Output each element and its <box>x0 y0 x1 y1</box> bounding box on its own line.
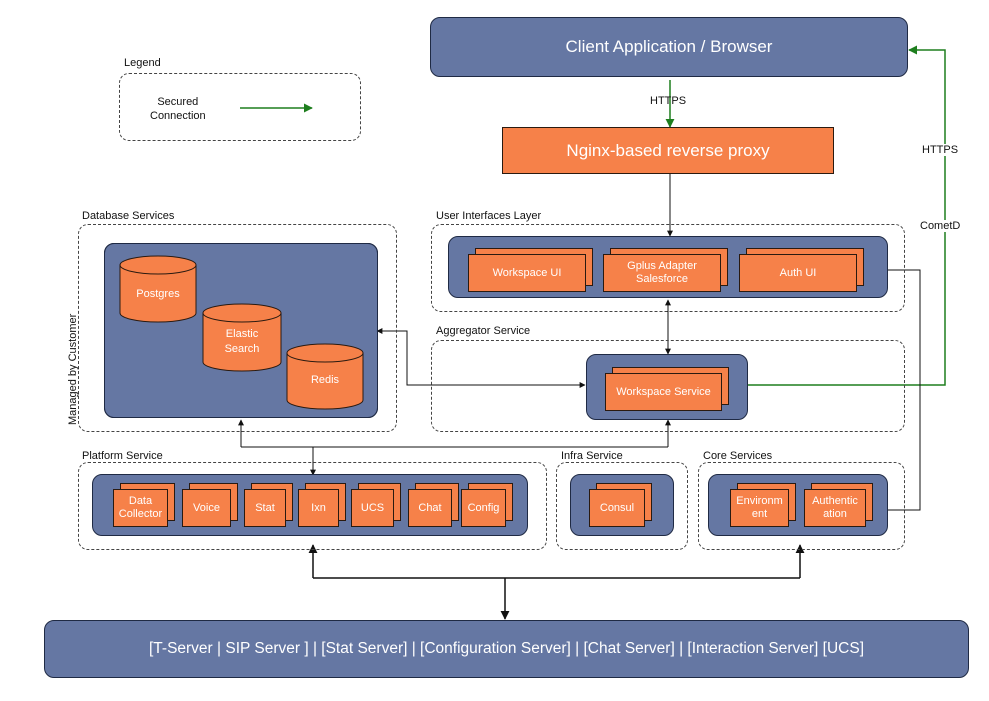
backend-servers-label: [T-Server | SIP Server ] | [Stat Server]… <box>148 640 865 657</box>
legend-title: Legend <box>124 57 161 69</box>
consul-label: Consul <box>589 489 645 527</box>
data-collector-component: Data Collector <box>113 483 175 527</box>
redis-label: Redis <box>310 374 340 386</box>
platform-title: Platform Service <box>82 450 163 462</box>
legend-box <box>119 73 361 141</box>
redis-cylinder <box>286 343 364 410</box>
elastic-search-cylinder <box>202 303 282 372</box>
voice-label: Voice <box>182 489 231 527</box>
workspace-service-label: Workspace Service <box>605 373 722 411</box>
managed-by-customer-label: Managed by Customer <box>67 313 79 425</box>
infra-group <box>556 462 688 550</box>
database-group <box>78 224 397 432</box>
core-title: Core Services <box>703 450 773 462</box>
ucs-label: UCS <box>351 489 394 527</box>
core-group <box>698 462 905 550</box>
aggregator-title: Aggregator Service <box>436 325 531 337</box>
environment-label: Environm ent <box>730 489 789 527</box>
stat-component: Stat <box>244 483 293 527</box>
https-label-right: HTTPS <box>922 144 959 156</box>
database-title: Database Services <box>82 210 175 222</box>
stat-label: Stat <box>244 489 286 527</box>
ixn-component: Ixn <box>298 483 346 527</box>
workspace-service-component: Workspace Service <box>605 367 729 411</box>
ui-layer-title: User Interfaces Layer <box>436 210 542 222</box>
consul-component: Consul <box>589 483 652 527</box>
database-workspace-service-arrow <box>376 328 586 388</box>
gplus-adapter-component: Gplus Adapter Salesforce <box>603 248 728 292</box>
authentication-label: Authentic ation <box>804 489 866 527</box>
ucs-component: UCS <box>351 483 401 527</box>
postgres-cylinder <box>119 255 197 323</box>
ui-layer-group <box>431 224 905 312</box>
data-collector-label: Data Collector <box>113 489 168 527</box>
nginx-label: Nginx-based reverse proxy <box>566 140 770 160</box>
auth-ui-label: Auth UI <box>739 254 857 292</box>
platform-group <box>78 462 547 550</box>
postgres-label: Postgres <box>136 288 180 300</box>
https-label-top: HTTPS <box>650 95 687 107</box>
workspace-ui-component: Workspace UI <box>468 248 593 292</box>
config-component: Config <box>461 483 513 527</box>
environment-component: Environm ent <box>730 483 796 527</box>
authentication-component: Authentic ation <box>804 483 873 527</box>
aggregator-group <box>431 340 905 432</box>
client-application-label: Client Application / Browser <box>565 37 773 56</box>
config-label: Config <box>461 489 506 527</box>
chat-label: Chat <box>408 489 452 527</box>
database-panel <box>104 243 378 418</box>
voice-component: Voice <box>182 483 238 527</box>
authentication-to-auth-ui-arrow <box>859 267 921 513</box>
gplus-adapter-label: Gplus Adapter Salesforce <box>603 254 721 292</box>
infra-title: Infra Service <box>561 450 623 462</box>
client-application-box: Client Application / Browser <box>430 17 908 77</box>
chat-component: Chat <box>408 483 459 527</box>
nginx-reverse-proxy-box: Nginx-based reverse proxy <box>502 127 834 174</box>
cometd-label: CometD <box>920 220 961 232</box>
workspace-ui-label: Workspace UI <box>468 254 586 292</box>
ixn-label: Ixn <box>298 489 339 527</box>
backend-servers-box: [T-Server | SIP Server ] | [Stat Server]… <box>44 620 969 678</box>
legend-secured-connection-label: Secured Connection <box>150 96 206 122</box>
workspace-to-client-secured-line <box>748 45 946 386</box>
elastic-search-label: Elastic Search <box>224 328 260 355</box>
auth-ui-component: Auth UI <box>739 248 864 292</box>
